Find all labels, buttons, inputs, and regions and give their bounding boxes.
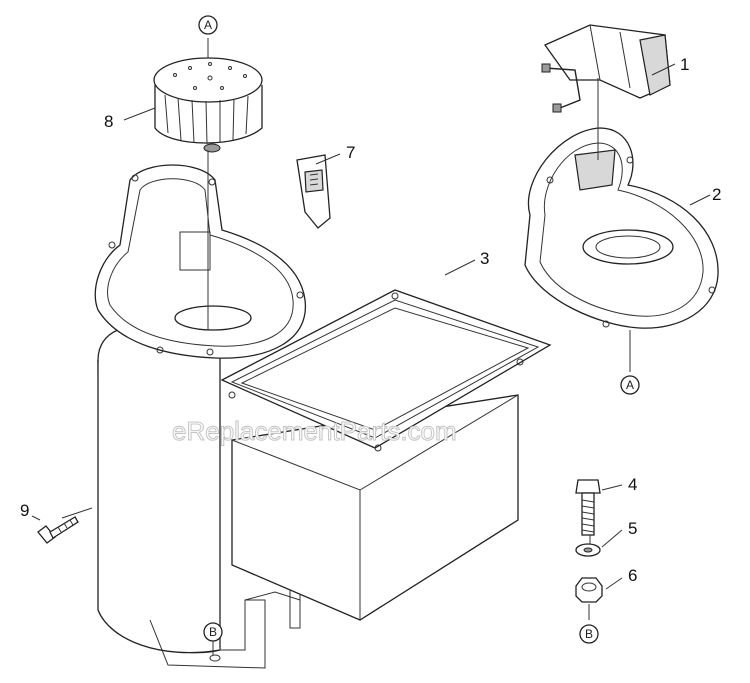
ref-marker-a-top: A: [198, 15, 218, 35]
ref-a-top-label: A: [204, 18, 212, 32]
scroll-housing-right: [524, 127, 719, 329]
ref-a-right-label: A: [626, 378, 634, 392]
bolt: [575, 479, 601, 536]
callout-7: 7: [346, 143, 355, 162]
screw: [37, 516, 79, 544]
ref-marker-b-left: B: [203, 622, 223, 642]
ref-marker-a-right: A: [620, 375, 640, 395]
blower-scroll-housing-left: [94, 164, 306, 359]
callout-8: 8: [104, 112, 113, 131]
callout-5: 5: [628, 519, 637, 538]
callout-3: 3: [480, 249, 489, 268]
washer: [575, 543, 601, 557]
hex-nut: [575, 577, 603, 603]
callout-9: 9: [20, 501, 29, 520]
callout-1: 1: [680, 55, 689, 74]
assembly-lines: [207, 38, 631, 655]
callout-4: 4: [628, 475, 637, 494]
watermark-text: eReplacementParts.com: [172, 416, 457, 446]
ref-b-left-label: B: [209, 625, 217, 639]
ref-marker-b-right: B: [579, 624, 599, 644]
ref-b-right-label: B: [585, 627, 593, 641]
main-housing: [97, 325, 301, 669]
clip-part: [296, 154, 331, 229]
impeller-fan: [153, 57, 263, 153]
callout-2: 2: [712, 185, 721, 204]
callout-6: 6: [628, 566, 637, 585]
bin-container: [220, 289, 552, 621]
motor-cover: [541, 24, 671, 113]
leader-lines: [31, 63, 711, 590]
